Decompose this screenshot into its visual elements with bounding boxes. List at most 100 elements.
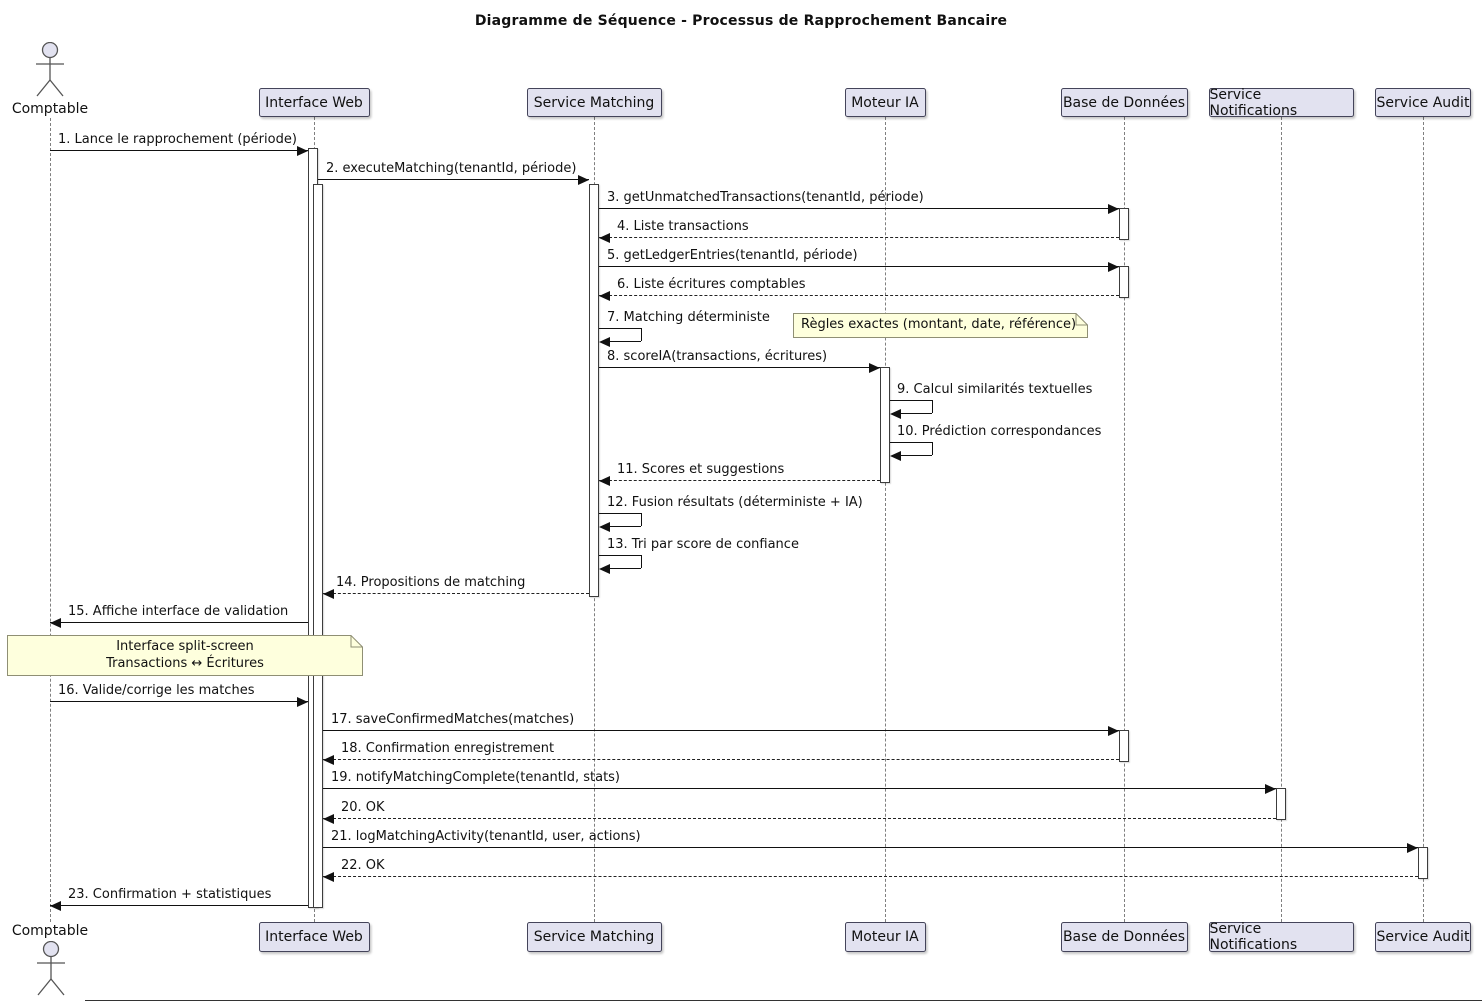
message-label: 16. Valide/corrige les matches — [58, 683, 255, 698]
arrowhead-right — [1108, 204, 1119, 214]
arrowhead-right — [297, 697, 308, 707]
self-message-bottom — [609, 341, 641, 342]
actor-figure-bottom — [31, 940, 71, 1001]
self-message-side — [932, 442, 933, 455]
participant-box: Service Notifications — [1208, 921, 1354, 953]
message-line — [50, 622, 308, 623]
arrowhead-left — [323, 589, 334, 599]
message-label: 3. getUnmatchedTransactions(tenantId, pé… — [607, 190, 924, 205]
self-message-bottom — [900, 413, 932, 414]
actor-label-bottom: Comptable — [11, 923, 89, 939]
message-line — [599, 367, 880, 368]
participant-box: Base de Données — [1060, 88, 1188, 117]
arrowhead-left — [599, 476, 610, 486]
message-label: 8. scoreIA(transactions, écritures) — [607, 349, 828, 364]
message-line — [50, 905, 308, 906]
message-line — [323, 876, 1418, 877]
arrowhead-right — [578, 175, 589, 185]
self-message-top — [890, 442, 932, 443]
participant-box: Service Audit — [1375, 88, 1471, 117]
message-line — [599, 295, 1119, 296]
self-message-side — [641, 513, 642, 526]
self-message-top — [599, 555, 641, 556]
message-label: 23. Confirmation + statistiques — [68, 887, 272, 902]
diagram-title: Diagramme de Séquence - Processus de Rap… — [474, 13, 1008, 29]
message-line — [323, 818, 1276, 819]
self-message-top — [890, 400, 932, 401]
activation-bar — [880, 367, 890, 483]
message-label: 20. OK — [341, 800, 385, 815]
arrowhead-left — [599, 291, 610, 301]
activation-bar — [1119, 730, 1129, 762]
arrowhead-left — [323, 872, 334, 882]
activation-bar — [1276, 788, 1286, 820]
message-label: 1. Lance le rapprochement (période) — [58, 132, 297, 147]
arrowhead-right — [297, 146, 308, 156]
message-label: 14. Propositions de matching — [336, 575, 526, 590]
message-line — [323, 730, 1119, 731]
message-label: 7. Matching déterministe — [607, 310, 770, 325]
message-label: 4. Liste transactions — [617, 219, 749, 234]
arrowhead-right — [869, 363, 880, 373]
arrowhead-right — [1108, 726, 1119, 736]
activation-bar — [1119, 266, 1129, 298]
message-label: 22. OK — [341, 858, 385, 873]
arrowhead-left — [323, 755, 334, 765]
message-line — [323, 593, 589, 594]
arrowhead-left — [599, 233, 610, 243]
activation-bar — [589, 184, 599, 597]
message-label: 9. Calcul similarités textuelles — [897, 382, 1093, 397]
message-line — [599, 237, 1119, 238]
arrowhead-left — [323, 814, 334, 824]
arrowhead-left — [50, 901, 61, 911]
message-line — [318, 179, 589, 180]
message-label: 18. Confirmation enregistrement — [341, 741, 555, 756]
message-label: 2. executeMatching(tenantId, période) — [326, 161, 577, 176]
lifeline — [1124, 117, 1125, 922]
message-label: 13. Tri par score de confiance — [607, 537, 799, 552]
arrowhead-left — [599, 522, 610, 532]
participant-box: Service Matching — [526, 922, 662, 952]
message-line — [323, 759, 1119, 760]
self-message-top — [599, 513, 641, 514]
arrowhead-left — [599, 564, 610, 574]
message-label: 12. Fusion résultats (déterministe + IA) — [607, 495, 863, 510]
self-message-top — [599, 328, 641, 329]
participant-box: Base de Données — [1060, 922, 1188, 952]
message-line — [599, 208, 1119, 209]
self-message-bottom — [900, 455, 932, 456]
lifeline — [1423, 117, 1424, 922]
activation-bar — [313, 184, 323, 908]
note: Règles exactes (montant, date, référence… — [793, 313, 1088, 338]
lifeline — [885, 117, 886, 922]
message-line — [50, 150, 308, 151]
participant-box: Service Notifications — [1208, 87, 1354, 119]
self-message-bottom — [609, 526, 641, 527]
arrowhead-right — [1407, 843, 1418, 853]
lifeline-actor — [50, 118, 51, 922]
actor-label-top: Comptable — [11, 101, 89, 117]
self-message-side — [932, 400, 933, 413]
message-line — [323, 788, 1276, 789]
activation-bar — [1119, 208, 1129, 240]
activation-bar — [1418, 847, 1428, 879]
actor-figure-top — [30, 41, 70, 102]
self-message-side — [641, 328, 642, 341]
participant-box: Service Matching — [526, 88, 662, 117]
arrowhead-right — [1108, 262, 1119, 272]
message-label: 6. Liste écritures comptables — [617, 277, 806, 292]
arrowhead-left — [890, 409, 901, 419]
participant-box: Moteur IA — [844, 922, 926, 952]
arrowhead-left — [890, 451, 901, 461]
message-label: 10. Prédiction correspondances — [897, 424, 1102, 439]
arrowhead-left — [50, 618, 61, 628]
participant-box: Service Audit — [1375, 922, 1471, 952]
message-line — [323, 847, 1418, 848]
message-line — [599, 266, 1119, 267]
message-line — [599, 480, 880, 481]
participant-box: Interface Web — [258, 88, 370, 117]
message-label: 11. Scores et suggestions — [617, 462, 785, 477]
